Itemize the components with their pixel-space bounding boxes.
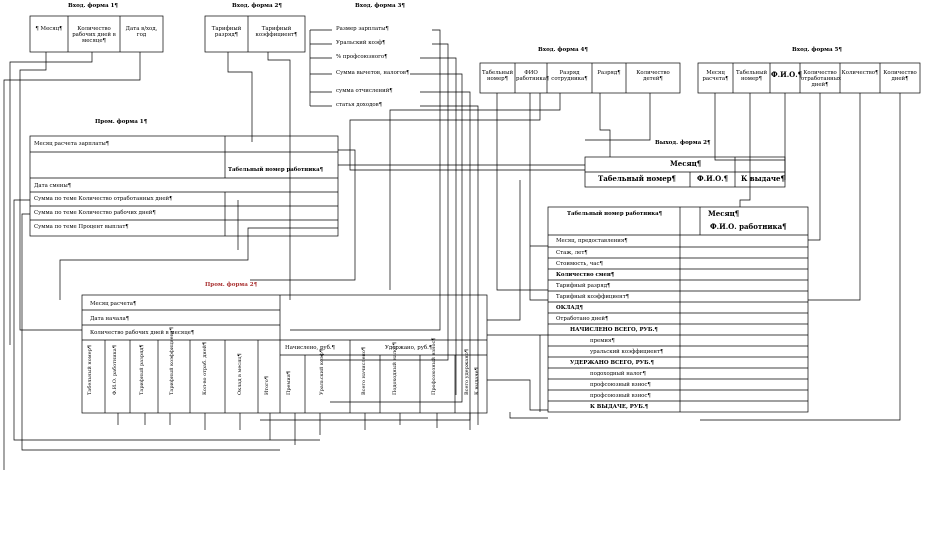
interform2-withheld-4: К выдаче¶ <box>474 367 480 395</box>
input3-item-6: статья доходов¶ <box>336 102 383 108</box>
input5-cell-1: Месяц расчета¶ <box>702 70 729 82</box>
interform2-row-3: Количество рабочих дней в месяце¶ <box>90 330 195 336</box>
output2-title: Выход. форма 2¶ <box>655 140 711 146</box>
output1-row-15: профсоюзный взнос¶ <box>590 393 651 399</box>
output1-row-13: подоходный налог¶ <box>590 371 646 377</box>
input5-cell-2: Табельный номер¶ <box>735 70 768 82</box>
interform1-row-6: Сумма по теме Процент выплат¶ <box>34 224 129 230</box>
interform2-withheld-3: Всего удержано¶ <box>464 349 470 395</box>
output1-header-tab: Табельный номер работника¶ <box>566 211 663 217</box>
input1-title: Вход. форма 1¶ <box>68 3 118 9</box>
input4-cell-1: Табельный номер¶ <box>481 70 514 82</box>
input4-cell-3: Разряд сотрудника¶ <box>551 70 588 82</box>
input5-cell-3: Ф.И.О.¶ <box>771 70 803 79</box>
interform2-col-7: Итого¶ <box>264 376 270 395</box>
input3-item-2: Уральский коэф¶ <box>336 40 386 46</box>
interform2-group-accrued: Начислено, руб.¶ <box>285 345 335 351</box>
interform2-accrued-1: Премия¶ <box>286 370 292 395</box>
output1-row-8: Отработано дней¶ <box>556 316 609 322</box>
interform2-withheld-2: Профсоюзный взнос¶ <box>431 337 437 395</box>
interform1-row-1: Месяц расчета зарплаты¶ <box>34 141 110 147</box>
input5-cell-6: Количество дней¶ <box>883 70 917 82</box>
input4-cell-4: Разряд¶ <box>597 70 621 76</box>
interform2-col-3: Тарифный разряд¶ <box>139 344 145 395</box>
interform2-col-1: Табельный номер¶ <box>87 345 93 395</box>
output1-row-14: профсоюзный взнос¶ <box>590 382 651 388</box>
interform2-withheld-1: Подоходный налог¶ <box>392 342 398 395</box>
output2-cell-fio: Ф.И.О.¶ <box>697 174 729 183</box>
output2-cell-tab: Табельный номер¶ <box>598 174 676 183</box>
output1-row-12: УДЕРЖАНО ВСЕГО, РУБ.¶ <box>570 360 654 366</box>
interform2-col-4: Тарифный коэффициент¶ <box>169 327 175 395</box>
interform2-col-5: Кол-во отраб. дней¶ <box>202 341 208 395</box>
output1-row-10: премия¶ <box>590 338 615 344</box>
output1-row-3: Стоимость, час¶ <box>556 261 603 267</box>
interform1-title: Пром. форма 1¶ <box>95 119 148 125</box>
input1-cell-month: ¶ Месяц¶ <box>35 26 63 32</box>
input5-cell-4: Количество отработанных дней¶ <box>801 70 842 88</box>
output2-cell-pay: К выдаче¶ <box>741 174 785 183</box>
output1-row-1: Месяц, предоставления¶ <box>556 238 628 244</box>
output1-header-month: Месяц¶ <box>708 209 740 218</box>
input5-title: Вход. форма 5¶ <box>792 47 842 53</box>
output1-row-9: НАЧИСЛЕНО ВСЕГО, РУБ.¶ <box>570 327 658 333</box>
output1-header-fio: Ф.И.О. работника¶ <box>710 222 787 231</box>
interform2-accrued-2: Уральский коэф¶ <box>319 349 325 395</box>
input4-cell-2: ФИО работника¶ <box>516 70 550 82</box>
input3-item-5: сумма отчислений¶ <box>336 88 393 94</box>
input1-cell-days: Количество рабочих дней в месяце¶ <box>72 26 116 44</box>
input1-cell-date: Дата в/ход, год <box>125 26 158 38</box>
interform2-accrued-3: Всего начислено¶ <box>361 346 367 395</box>
input3-title: Вход. форма 3¶ <box>355 3 405 9</box>
interform1-row-2: Табельный номер работника¶ <box>228 167 324 173</box>
output1-row-16: К ВЫДАЧЕ, РУБ.¶ <box>590 404 649 410</box>
input3-item-3: % профсоюзного¶ <box>336 54 388 60</box>
interform2-col-6: Оклад в месяц¶ <box>237 353 243 395</box>
input4-cell-5: Количество детей¶ <box>636 70 670 82</box>
input5-cell-5: Количество¶ <box>841 70 879 76</box>
interform1-row-4: Сумма по теме Количество отработанных дн… <box>34 196 173 202</box>
input3-item-4: Сумма вычетов, налогов¶ <box>336 70 410 76</box>
interform2-col-2: Ф.И.О. работника¶ <box>112 345 118 395</box>
interform1-row-3: Дата смены¶ <box>34 183 72 189</box>
output1-row-5: Тарифный разряд¶ <box>556 283 611 289</box>
input2-cell-coef: Тарифный коэффициент¶ <box>255 26 298 38</box>
output1-row-6: Тарифный коэффициент¶ <box>556 294 630 300</box>
input2-cell-grade: Тарифный разряд¶ <box>211 26 242 38</box>
output2-cell-month: Месяц¶ <box>670 159 702 168</box>
output1-row-7: ОКЛАД¶ <box>556 305 583 311</box>
interform2-group-withheld: Удержано, руб.¶ <box>385 345 433 351</box>
interform2-title: Пром. форма 2¶ <box>205 282 258 288</box>
input3-item-1: Размер зарплаты¶ <box>336 26 389 32</box>
interform2-row-1: Месяц расчета¶ <box>90 301 137 307</box>
output1-row-11: уральский коэффициент¶ <box>590 349 664 355</box>
input4-title: Вход. форма 4¶ <box>538 47 588 53</box>
input2-title: Вход. форма 2¶ <box>232 3 282 9</box>
output1-row-4: Количество смен¶ <box>556 272 615 278</box>
interform2-row-2: Дата начала¶ <box>90 316 130 322</box>
output1-row-2: Стаж, лет¶ <box>556 250 588 256</box>
interform1-row-5: Сумма по теме Количество рабочих дней¶ <box>34 210 156 216</box>
